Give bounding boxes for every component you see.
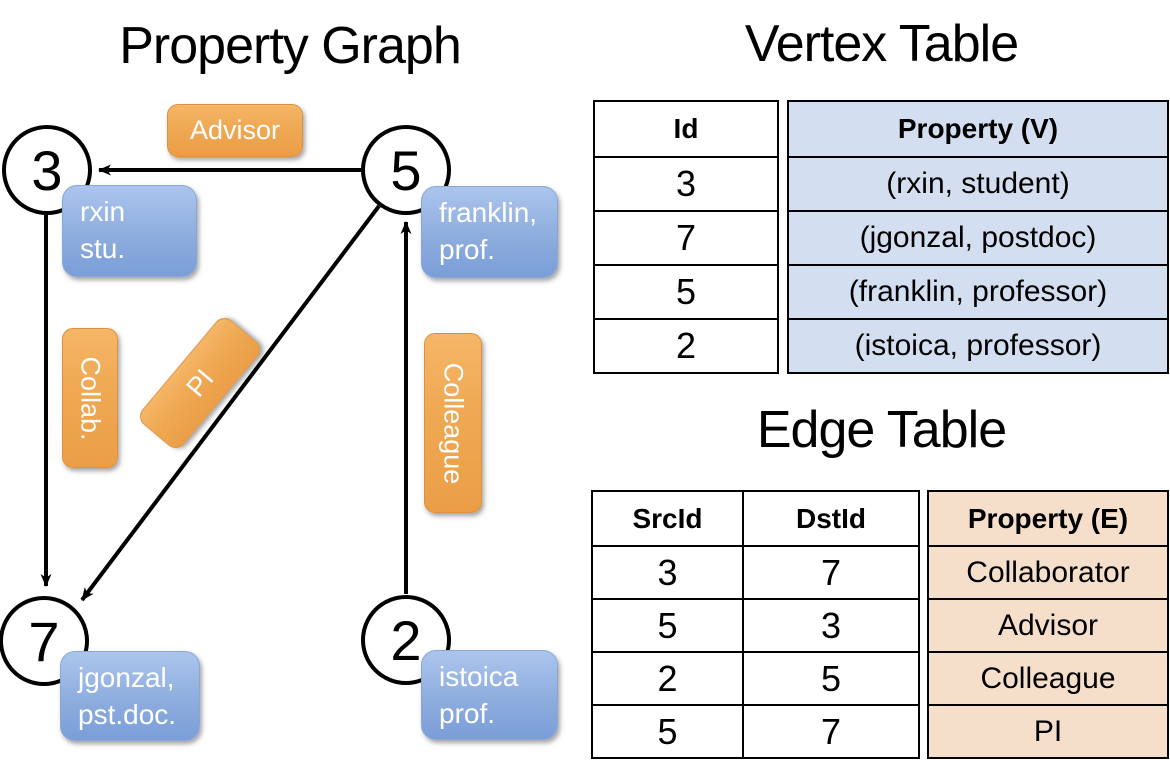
vertex-table-id-header: Id [673,113,699,144]
vertex-property-box-3: rxin stu. [62,185,197,277]
edge-label-advisor-text: Advisor [189,115,281,145]
vertex-table-property-column: Property (V) (rxin, student) (jgonzal, p… [787,100,1169,374]
edge-table-srcid-cell: 3 [593,545,744,598]
edge-label-advisor: Advisor [167,104,303,157]
edge-table-dstid-cell: 3 [744,598,918,651]
edge-table-srcid-cell: 5 [593,704,744,757]
vertex-table-id-column: Id 3 7 5 2 [593,100,779,374]
vertex-property-box-5: franklin, prof. [421,186,558,278]
edge-table-property-cell: Colleague [929,651,1167,704]
edge-label-colleague-text: Colleague [438,362,469,484]
node-2-id: 2 [390,608,422,672]
edge-table-srcid-cell: 2 [593,651,744,704]
vertex-table-property-cell: (franklin, professor) [789,264,1167,318]
vertex-table-property-header: Property (V) [789,102,1167,156]
graph-node-5: 5 [361,125,451,215]
vertex-table-title: Vertex Table [744,15,1019,73]
property-graph-title: Property Graph [119,17,462,75]
vertex-table-id-cell: 5 [595,264,777,318]
edge-label-pi: PI [135,313,265,453]
node-5-id: 5 [390,138,422,202]
edge-label-collab: Collab. [62,328,118,468]
edge-table-property-header: Property (E) [929,492,1167,545]
edge-label-colleague: Colleague [424,333,482,513]
edge-table-property-cell: PI [929,704,1167,757]
vertex-property-box-7: jgonzal, pst.doc. [60,651,200,741]
vertex-table-property-cell: (istoica, professor) [789,318,1167,372]
edge-table-dstid-cell: 5 [744,651,918,704]
vertex-table-id-cell: 3 [595,156,777,210]
vertex-table-property-cell: (jgonzal, postdoc) [789,210,1167,264]
edge-label-pi-text: PI [179,363,220,403]
edge-table-srcid-cell: 5 [593,598,744,651]
edge-table-srcid-header: SrcId [593,492,744,545]
vertex-table-id-cell: 2 [595,318,777,372]
graph-node-3: 3 [2,125,92,215]
node-7-id: 7 [28,609,60,673]
node-3-id: 3 [31,138,63,202]
edge-table-property-cell: Collaborator [929,545,1167,598]
vertex-table-property-cell: (rxin, student) [789,156,1167,210]
edge-table-title: Edge Table [756,401,1007,459]
edge-label-collab-text: Collab. [75,355,106,441]
vertex-table-id-cell: 7 [595,210,777,264]
vertex-property-box-2: istoica prof. [421,650,558,740]
edge-table-dstid-cell: 7 [744,545,918,598]
edge-table-dstid-cell: 7 [744,704,918,757]
edge-table-property-column: Property (E) Collaborator Advisor Collea… [927,490,1169,759]
edge-table-property-cell: Advisor [929,598,1167,651]
edge-table-dstid-header: DstId [796,502,866,534]
edge-table-id-columns: SrcId DstId 3 7 5 3 2 5 5 7 [591,490,920,759]
